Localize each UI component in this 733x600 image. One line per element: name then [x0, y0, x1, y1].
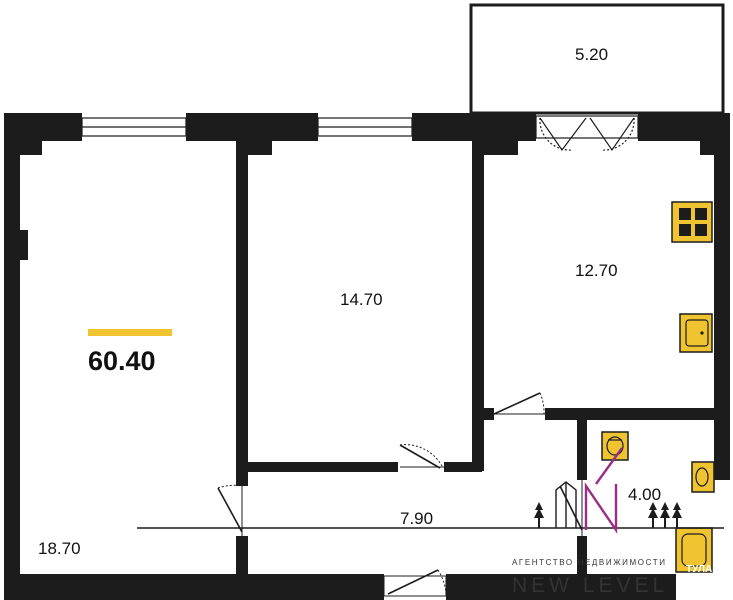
room-area-balcony: 5.20: [575, 45, 608, 64]
exterior-walls: [4, 113, 730, 600]
balcony: [469, 3, 725, 115]
door-bedroom: [399, 444, 444, 469]
door-kitchen: [493, 392, 545, 415]
watermark-city: ТУЛА: [686, 564, 712, 575]
total-area: 60.40: [88, 346, 156, 376]
window-bedroom: [317, 117, 413, 137]
interior-walls: [236, 141, 730, 576]
room-area-bathroom: 4.00: [628, 485, 661, 504]
room-area-kitchen: 12.70: [575, 261, 618, 280]
watermark-subtitle: АГЕНТСТВО НЕДВИЖИМОСТИ: [512, 558, 667, 567]
washbasin-icon: [691, 461, 715, 493]
balcony-door: [535, 115, 639, 152]
room-area-bedroom: 14.70: [340, 290, 383, 309]
interior-doors: [217, 392, 583, 597]
toilet-icon: [601, 431, 629, 461]
room-area-hallway: 7.90: [400, 509, 433, 528]
room-area-living-room: 18.70: [38, 539, 81, 558]
watermark-brand: NEW LEVEL: [512, 574, 668, 597]
building-icon: [555, 481, 577, 528]
windows: [81, 117, 413, 137]
stove-icon: [671, 201, 713, 243]
kitchen-sink-icon: [679, 313, 713, 353]
watermark-graphic: [137, 447, 724, 534]
logo-icon: [584, 447, 623, 534]
tree-icon: [534, 502, 682, 528]
door-bathroom: [559, 480, 583, 536]
total-area-accent-bar: [88, 329, 172, 336]
window-living-room: [81, 117, 187, 137]
door-entrance: [383, 569, 447, 597]
